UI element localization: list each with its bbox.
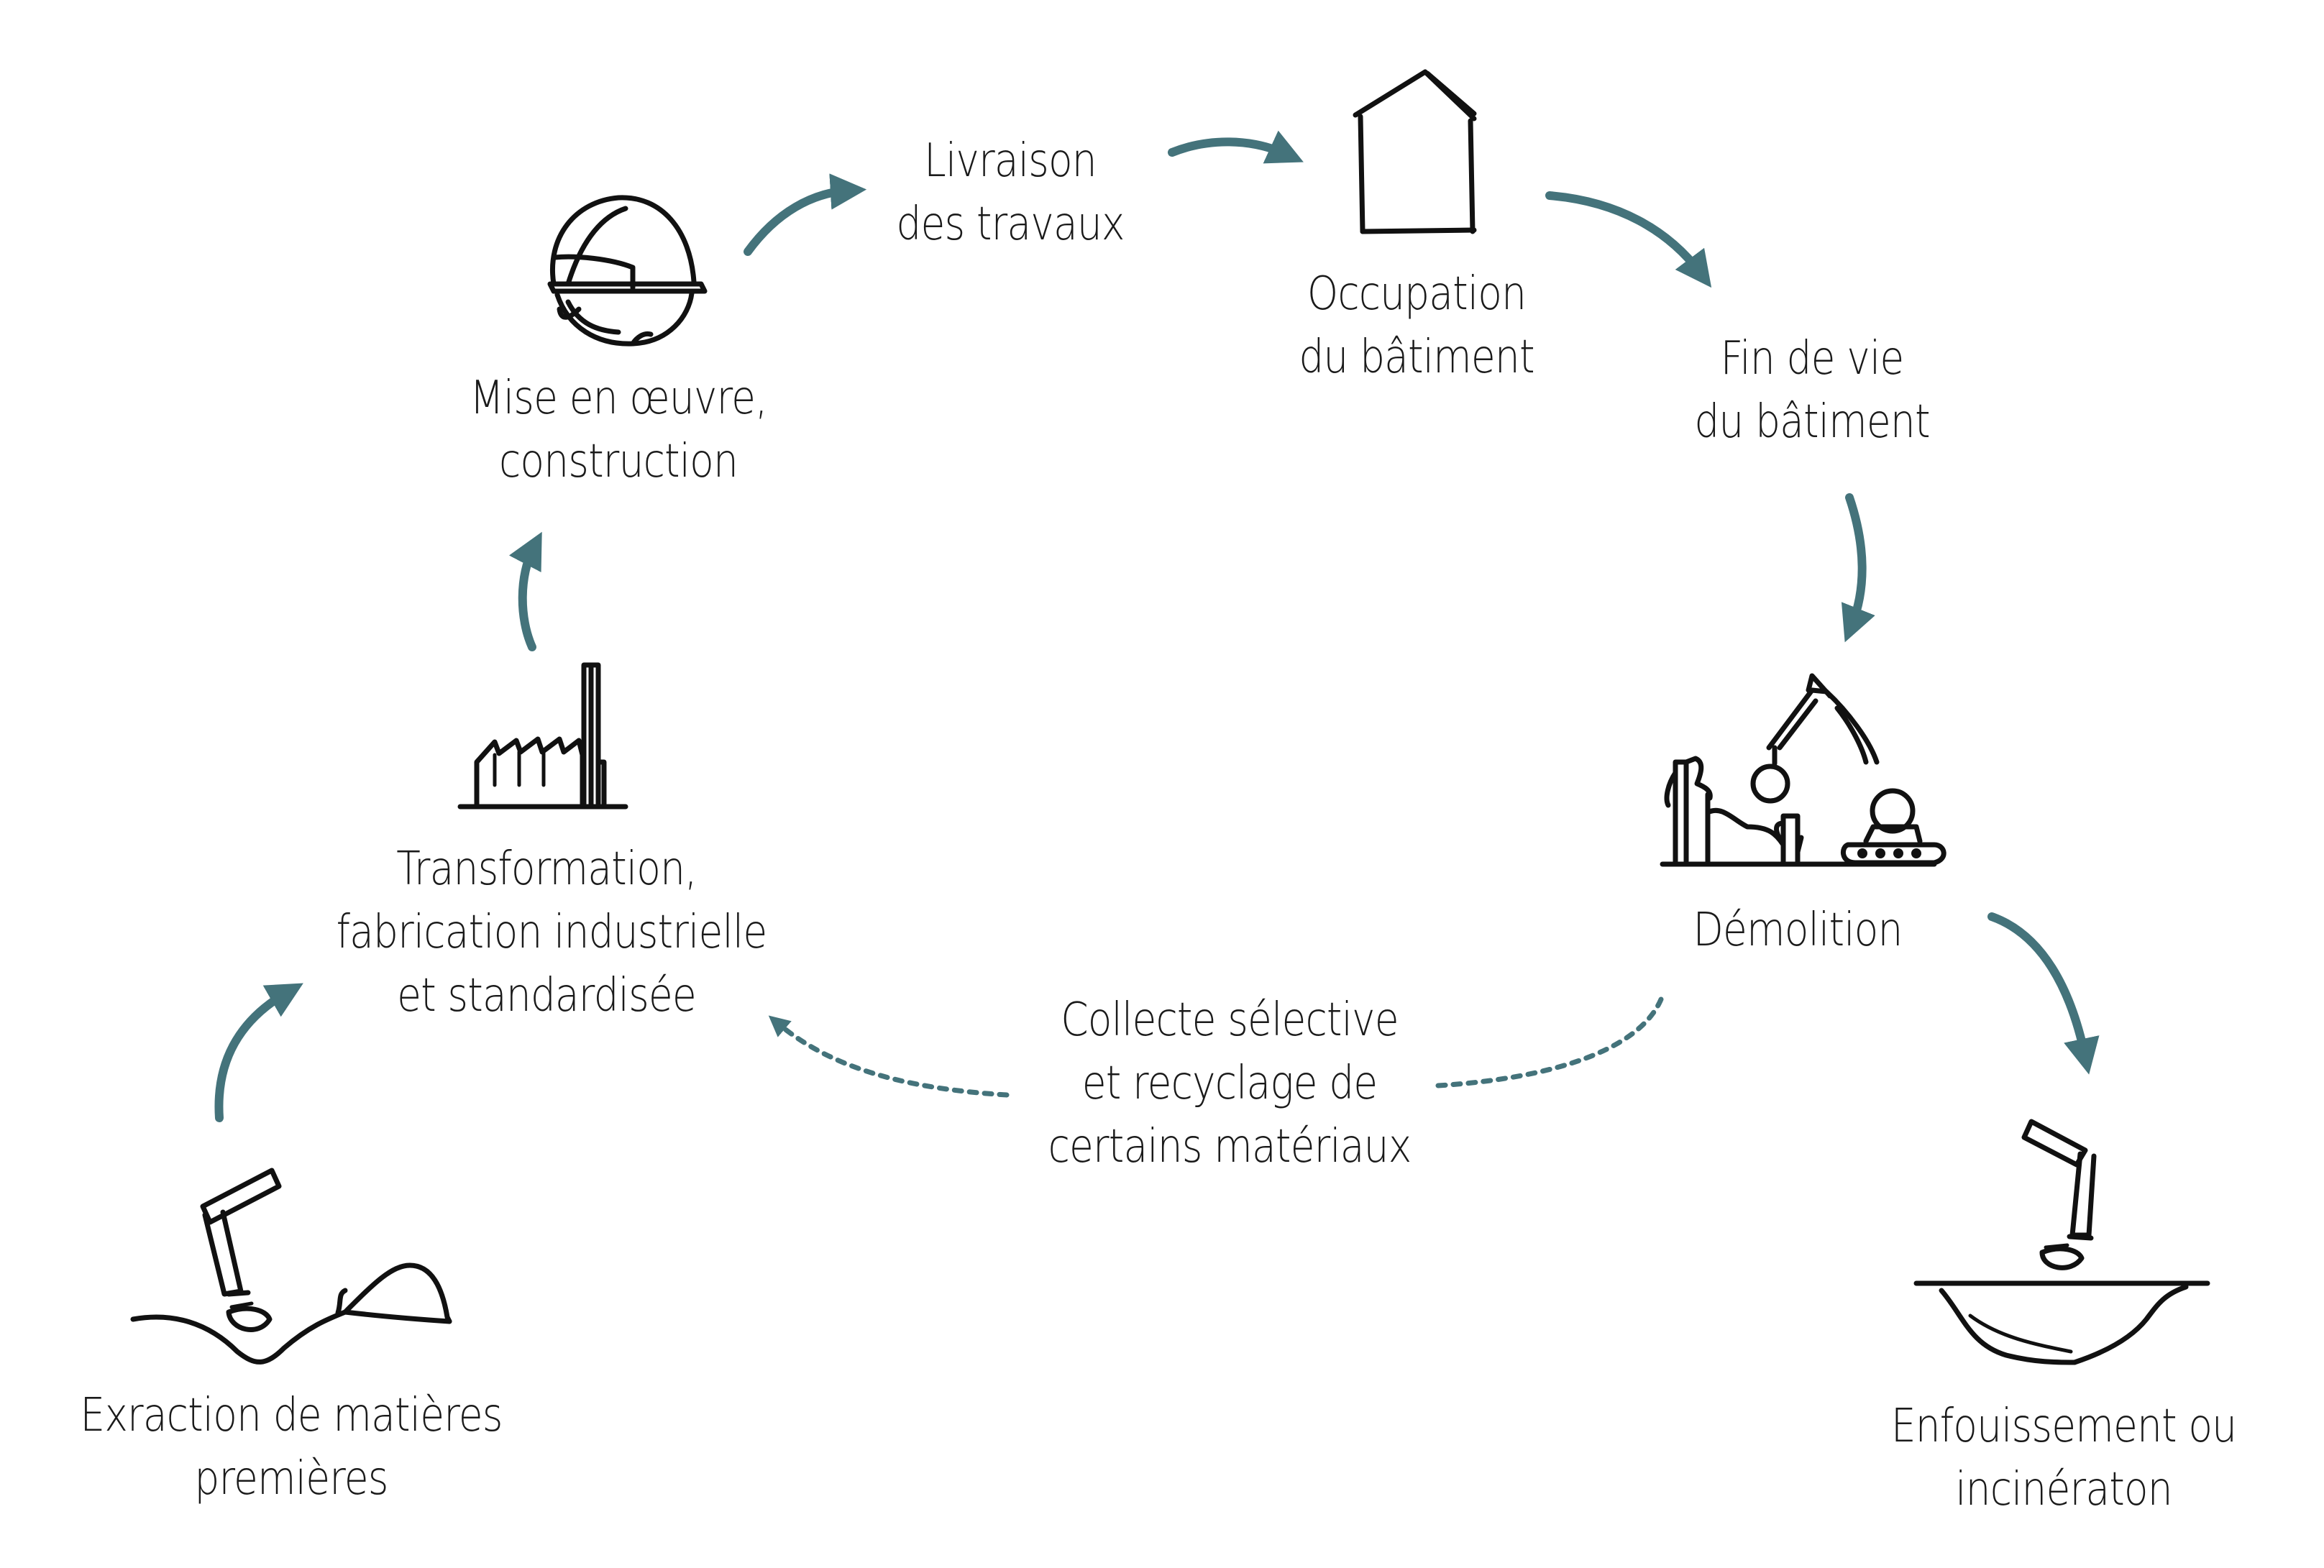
arrow-delivery-to-occupation	[1168, 130, 1304, 164]
arrow-transformation-to-construction	[508, 531, 542, 651]
label-occupation: Occupation du bâtiment	[1299, 267, 1534, 384]
label-delivery: Livraison des travaux	[896, 134, 1125, 251]
label-transformation: Transformation, fabrication industrielle…	[336, 843, 768, 1022]
label-landfill: Enfouissement ou incinératon	[1890, 1400, 2237, 1516]
flow-arrows	[214, 130, 2100, 1122]
recycling-arrows	[768, 996, 1664, 1098]
label-extraction: Exraction de matières premières	[80, 1389, 503, 1505]
arrow-demolition-to-landfill	[1987, 912, 2100, 1075]
arrow-recycling-to-transformation	[768, 1015, 1010, 1098]
arrow-recycling-from-demolition	[1435, 996, 1664, 1088]
factory-icon	[457, 662, 628, 810]
house-icon	[1353, 69, 1477, 234]
label-demolition: Démolition	[1693, 904, 1903, 957]
excavator-pit-icon	[1913, 1119, 2210, 1365]
hard-hat-icon	[547, 195, 708, 347]
arrow-construction-to-delivery	[744, 173, 867, 256]
excavator-digging-icon	[130, 1168, 452, 1365]
arrow-end-of-life-to-demolition	[1841, 493, 1875, 643]
arrow-extraction-to-transformation	[214, 983, 303, 1122]
arrow-occupation-to-end-of-life	[1545, 191, 1712, 288]
label-recycling: Collecte sélective et recyclage de certa…	[1048, 994, 1412, 1173]
demolition-machine-icon	[1660, 673, 1946, 867]
label-construction: Mise en œuvre, construction	[470, 372, 767, 488]
label-end-of-life: Fin de vie du bâtiment	[1694, 332, 1930, 449]
